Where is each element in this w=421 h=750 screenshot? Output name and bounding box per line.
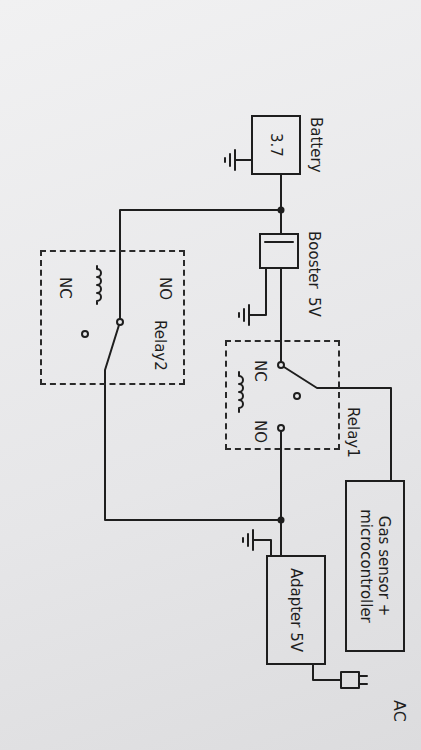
wire	[280, 269, 282, 340]
relay-switch-arm	[105, 325, 119, 385]
wire	[105, 385, 281, 555]
relay-box: Relay2 NO NC	[40, 250, 185, 385]
text-area: Gas sensor + microcontroller	[347, 482, 403, 650]
battery-box: Battery3.7	[251, 115, 301, 175]
relay-box: Relay1NCNO	[225, 340, 340, 450]
wire	[340, 388, 391, 480]
booster-inner-line	[265, 241, 293, 243]
ac-plug	[341, 672, 359, 688]
node-title: Relay1	[344, 407, 362, 458]
plug-pins	[359, 676, 367, 684]
node-text: NC	[251, 360, 269, 382]
ground-symbol	[239, 269, 266, 325]
node-text: 5V	[305, 297, 323, 317]
ac-lead	[313, 665, 341, 680]
adapter-box: Adapter 5V	[266, 555, 326, 665]
ground-symbol	[225, 150, 251, 170]
relay-nc-contact	[294, 393, 300, 399]
controller-box: Gas sensor + microcontroller	[345, 480, 405, 652]
node-title: Adapter 5V	[287, 568, 305, 652]
ground-symbol	[243, 530, 271, 555]
relay-contact	[117, 319, 123, 325]
node-title: Booster	[305, 231, 323, 289]
relay-common-lead	[280, 340, 282, 362]
node-text: NO	[251, 420, 269, 443]
relay-switch-arm	[284, 367, 340, 388]
relay-nc-contact	[82, 331, 88, 337]
text-area: 3.7	[253, 117, 299, 173]
relay-coil	[97, 266, 101, 304]
text-area: Adapter 5V	[268, 557, 324, 663]
relay-common-lead	[119, 250, 121, 319]
node-title: Relay2	[151, 320, 169, 371]
relay-no-lead	[280, 431, 282, 450]
supply-label: AC	[390, 700, 409, 722]
node-title: Gas sensor + microcontroller	[357, 482, 393, 650]
wire	[120, 175, 281, 250]
relay-coil	[239, 372, 243, 412]
node-text: NC	[56, 277, 74, 299]
node-text: NO	[156, 277, 174, 300]
node-text: 3.7	[267, 133, 285, 157]
booster-box: Booster5V	[259, 233, 299, 269]
node-title: Battery	[307, 117, 325, 173]
